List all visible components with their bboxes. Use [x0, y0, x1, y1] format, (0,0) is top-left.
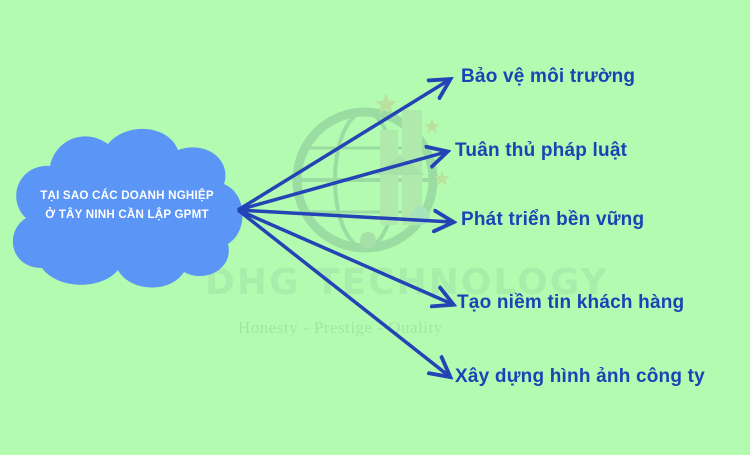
- topic-cloud: [12, 128, 243, 288]
- arrow-to-branch-2: [237, 152, 446, 212]
- branch-legal-compliance: Tuân thủ pháp luật: [455, 140, 628, 161]
- central-topic: TẠI SAO CÁC DOANH NGHIỆP Ở TÂY NINH CẦN …: [14, 186, 240, 224]
- arrow-to-branch-3: [237, 208, 452, 222]
- arrow-to-branch-5: [236, 208, 449, 376]
- arrow-to-branch-1: [237, 80, 449, 212]
- central-topic-line-1: TẠI SAO CÁC DOANH NGHIỆP: [40, 189, 214, 202]
- branch-protect-environment: Bảo vệ môi trường: [461, 66, 636, 87]
- central-topic-line-2: Ở TÂY NINH CẦN LẬP GPMT: [45, 208, 209, 221]
- branch-sustainable-development: Phát triển bền vững: [461, 209, 645, 230]
- branch-company-image: Xây dựng hình ảnh công ty: [455, 366, 705, 387]
- arrow-to-branch-4: [237, 208, 452, 304]
- branch-customer-trust: Tạo niềm tin khách hàng: [457, 292, 685, 313]
